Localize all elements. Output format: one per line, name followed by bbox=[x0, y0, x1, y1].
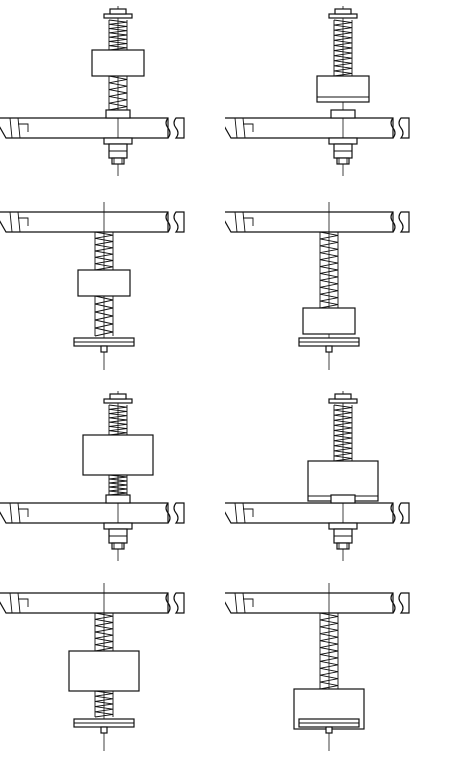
lock-nut bbox=[336, 157, 350, 165]
upper-spring bbox=[333, 404, 353, 462]
bottom-nut bbox=[325, 345, 333, 353]
top-plate-clamp-lines bbox=[234, 211, 246, 233]
base-plate-break-line bbox=[390, 117, 396, 139]
figure-f bbox=[225, 385, 450, 575]
top-plate-end-piece bbox=[398, 211, 410, 233]
top-nut bbox=[334, 393, 352, 400]
base-plate-break-line bbox=[165, 502, 171, 524]
figure-e bbox=[0, 385, 225, 575]
top-plate-clamp-lines bbox=[9, 592, 21, 614]
top-nut bbox=[334, 8, 352, 15]
spring-assembly-b bbox=[225, 6, 410, 176]
weight-block bbox=[316, 75, 370, 103]
top-plate-break-line bbox=[165, 592, 171, 614]
base-plate-break-line bbox=[165, 117, 171, 139]
base-plate-clamp-step bbox=[18, 123, 29, 132]
lock-nut bbox=[111, 157, 125, 165]
lower-washer bbox=[328, 522, 358, 530]
upper-spring bbox=[94, 612, 114, 652]
top-nut bbox=[109, 8, 127, 15]
figure-g bbox=[0, 571, 225, 761]
lower-washer bbox=[328, 137, 358, 145]
top-plate-clamp-step bbox=[243, 598, 254, 607]
collar bbox=[105, 494, 131, 504]
lock-nut bbox=[336, 542, 350, 550]
base-plate-end-piece bbox=[173, 502, 185, 524]
top-washer bbox=[328, 398, 358, 404]
collar bbox=[330, 109, 356, 119]
top-plate-clamp-lines bbox=[9, 211, 21, 233]
top-plate-clamp-step bbox=[18, 217, 29, 226]
base-plate-clamp-step bbox=[243, 123, 254, 132]
base-plate bbox=[0, 117, 169, 139]
weight-block bbox=[91, 49, 145, 77]
lower-spring bbox=[94, 690, 114, 718]
weight-block bbox=[68, 650, 140, 692]
base-plate bbox=[0, 502, 169, 524]
upper-spring bbox=[319, 231, 339, 309]
top-plate-clamp-lines bbox=[234, 592, 246, 614]
bottom-nut bbox=[325, 726, 333, 734]
top-washer bbox=[103, 13, 133, 19]
lower-spring bbox=[94, 295, 114, 337]
lower-spring bbox=[108, 474, 128, 496]
top-plate-end-piece bbox=[173, 592, 185, 614]
figure-a bbox=[0, 0, 225, 190]
base-plate-end-piece bbox=[398, 117, 410, 139]
base-plate-clamp-lines bbox=[234, 117, 246, 139]
spring-assembly-h bbox=[225, 583, 410, 751]
top-plate bbox=[0, 592, 169, 614]
top-washer bbox=[328, 13, 358, 19]
top-nut bbox=[109, 393, 127, 400]
spring-assembly-d bbox=[225, 202, 410, 370]
top-washer bbox=[103, 398, 133, 404]
top-plate-clamp-step bbox=[18, 598, 29, 607]
upper-spring bbox=[108, 19, 128, 51]
base-plate-clamp-step bbox=[243, 508, 254, 517]
base-plate-clamp-lines bbox=[9, 117, 21, 139]
weight-block bbox=[302, 307, 356, 335]
collar bbox=[105, 109, 131, 119]
base-plate bbox=[225, 117, 394, 139]
top-plate bbox=[0, 211, 169, 233]
figure-b bbox=[225, 0, 450, 190]
lower-spring bbox=[108, 75, 128, 111]
upper-spring bbox=[108, 404, 128, 436]
spring-assembly-a bbox=[0, 6, 185, 176]
top-plate-clamp-step bbox=[243, 217, 254, 226]
top-plate-end-piece bbox=[173, 211, 185, 233]
top-plate bbox=[225, 211, 394, 233]
top-plate-break-line bbox=[390, 592, 396, 614]
top-plate-end-piece bbox=[398, 592, 410, 614]
bottom-nut bbox=[100, 726, 108, 734]
spring-assembly-e bbox=[0, 391, 185, 561]
weight-block bbox=[82, 434, 154, 476]
spring-assembly-c bbox=[0, 202, 185, 370]
weight-block bbox=[77, 269, 131, 297]
bottom-nut bbox=[100, 345, 108, 353]
upper-spring bbox=[94, 231, 114, 271]
figure-c bbox=[0, 190, 225, 380]
spring-assembly-g bbox=[0, 583, 185, 751]
upper-spring bbox=[333, 19, 353, 77]
top-plate-break-line bbox=[390, 211, 396, 233]
base-plate-break-line bbox=[390, 502, 396, 524]
top-plate-break-line bbox=[165, 211, 171, 233]
base-plate-clamp-lines bbox=[9, 502, 21, 524]
lower-washer bbox=[103, 137, 133, 145]
base-plate bbox=[225, 502, 394, 524]
figure-h bbox=[225, 571, 450, 761]
base-plate-end-piece bbox=[173, 117, 185, 139]
lock-nut bbox=[111, 542, 125, 550]
base-plate-end-piece bbox=[398, 502, 410, 524]
lower-washer bbox=[103, 522, 133, 530]
figure-d bbox=[225, 190, 450, 380]
base-plate-clamp-step bbox=[18, 508, 29, 517]
spring-assembly-f bbox=[225, 391, 410, 561]
collar bbox=[330, 494, 356, 504]
upper-spring bbox=[319, 612, 339, 690]
top-plate bbox=[225, 592, 394, 614]
base-plate-clamp-lines bbox=[234, 502, 246, 524]
